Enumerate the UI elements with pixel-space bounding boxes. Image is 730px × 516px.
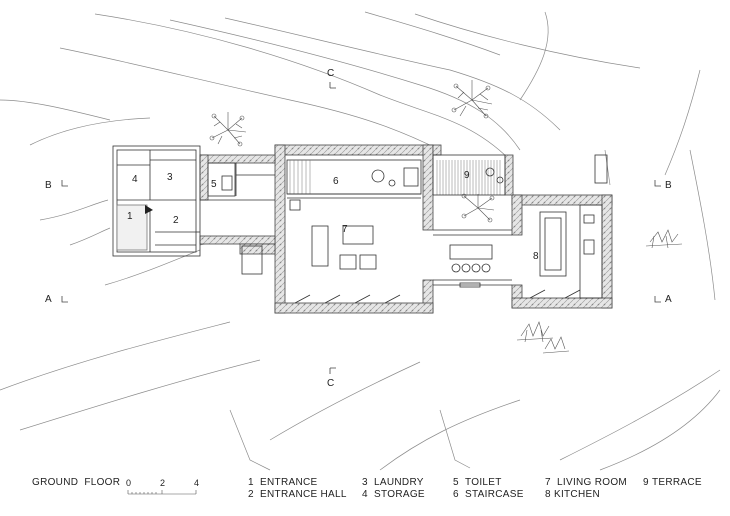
legend-item-1: 1 ENTRANCE [248,477,317,488]
scale-label-2: 2 [160,478,165,488]
legend-number: 8 [545,489,551,500]
room-number-2: 2 [173,215,179,226]
room-number-3: 3 [167,172,173,183]
legend-label: STORAGE [374,489,425,500]
legend-item-8: 8 KITCHEN [545,489,600,500]
legend-label: TOILET [465,477,502,488]
room-number-9: 9 [464,170,470,181]
legend-item-2: 2 ENTRANCE HALL [248,489,347,500]
stone-walls [199,144,613,314]
legend-label: LAUNDRY [374,477,424,488]
room-number-7: 7 [342,224,348,235]
tree-shrubs [209,80,683,354]
section-mark-a-right: A [665,294,672,305]
room-number-4: 4 [132,174,138,185]
legend-item-6: 6 STAIRCASE [453,489,524,500]
section-marks [61,82,661,374]
legend-number: 2 [248,489,254,500]
legend-number: 1 [248,477,254,488]
section-mark-b-right: B [665,180,672,191]
room-number-1: 1 [127,211,133,222]
legend-label: STAIRCASE [465,489,524,500]
plan-linework [112,145,608,304]
scale-label-0: 0 [126,478,131,488]
scale-label-4: 4 [194,478,199,488]
legend-label: ENTRANCE [260,477,318,488]
drawing-title: GROUND FLOOR [32,477,121,488]
legend-number: 5 [453,477,459,488]
legend-item-3: 3 LAUNDRY [362,477,424,488]
legend-label: KITCHEN [553,489,600,500]
section-mark-a-left: A [45,294,52,305]
legend-label: LIVING ROOM [557,477,628,488]
legend-number: 7 [545,477,551,488]
room-number-5: 5 [211,179,217,190]
room-number-8: 8 [533,251,539,262]
legend-number: 4 [362,489,368,500]
section-mark-c-bottom: C [327,378,334,389]
legend-item-7: 7 LIVING ROOM [545,477,627,488]
legend-label: ENTRANCE HALL [260,489,347,500]
scale-bar [127,490,197,495]
legend-number: 3 [362,477,368,488]
legend-item-5: 5 TOILET [453,477,502,488]
section-mark-b-left: B [45,180,52,191]
legend-label: TERRACE [651,477,702,488]
legend-number: 6 [453,489,459,500]
section-mark-c-top: C [327,68,334,79]
legend-number: 9 [643,477,649,488]
legend-item-4: 4 STORAGE [362,489,425,500]
room-number-6: 6 [333,176,339,187]
legend-item-9: 9 TERRACE [643,477,702,488]
